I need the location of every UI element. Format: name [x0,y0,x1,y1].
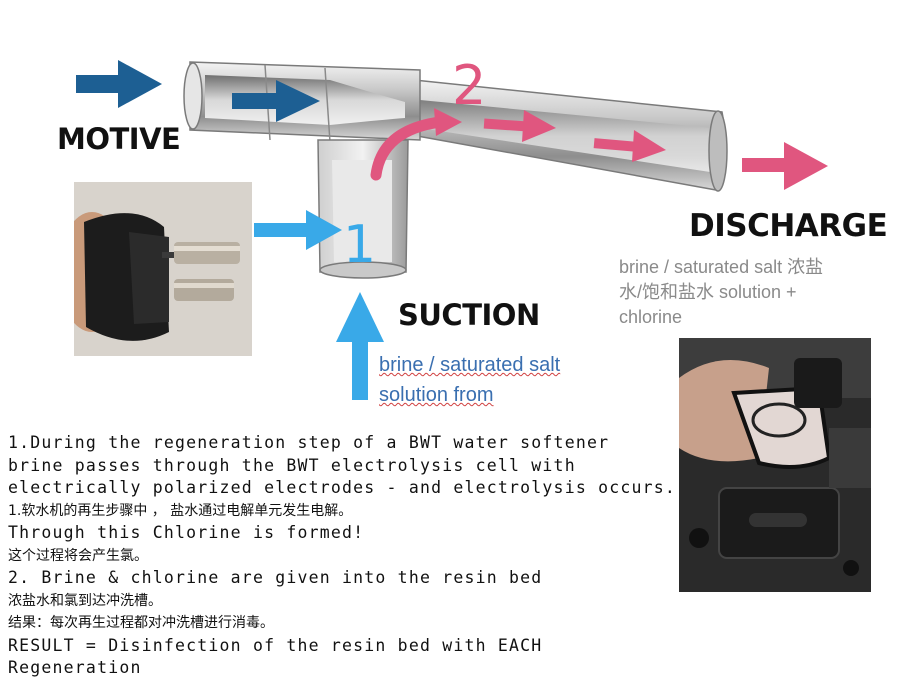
explanation-line: electrically polarized electrodes - and … [8,478,677,497]
discharge-note: brine / saturated salt 浓盐 水/饱和盐水 solutio… [619,255,823,330]
flow-arrow-1 [483,110,556,142]
flow-curve-arrow [370,108,462,181]
explanation-line: brine passes through the BWT electrolysi… [8,455,576,475]
discharge-note-line: chlorine [619,307,683,327]
explanation-line: 1.软水机的再生步骤中 ， 盐水通过电解单元发生电解。 [8,502,353,519]
motive-label: MOTIVE [57,122,181,156]
flow-arrow-2 [593,130,666,162]
discharge-pipe [394,77,728,192]
discharge-label: DISCHARGE [689,208,888,244]
explanation-line: 浓盐水和氯到达冲洗槽。 [8,592,162,609]
motive-arrow-inner [232,80,320,122]
explanation-line: RESULT = Disinfection of the resin bed w… [8,635,543,655]
explanation-line: 这个过程将会产生氯。 [8,547,148,564]
suction-note: brine / saturated salt solution from [379,350,560,410]
explanation-line: 2. Brine & chlorine are given into the r… [8,568,543,587]
marker-2: 2 [452,54,486,117]
discharge-note-line: 水/饱和盐水 solution + [619,282,797,302]
explanation-line: Regeneration [8,658,142,677]
suction-label: SUCTION [398,298,540,332]
suction-note-line: solution from [379,384,494,406]
explanation-text: 1.During the regeneration step of a BWT … [8,432,688,680]
motive-arrow-outer [76,60,162,108]
explanation-line: 结果：每次再生过程都对冲洗槽进行消毒。 [8,615,274,631]
explanation-line: 1.During the regeneration step of a BWT … [8,433,610,452]
suction-arrow-side [254,210,342,250]
discharge-note-line: brine / saturated salt 浓盐 [619,257,824,277]
suction-arrow-up [336,292,384,400]
suction-stem [317,139,409,279]
suction-note-line: brine / saturated salt [379,354,561,376]
marker-1: 1 [343,215,376,275]
electrolysis-cell-photo [679,338,871,592]
discharge-arrow [742,142,828,190]
explanation-line: Through this Chlorine is formed! [8,523,365,542]
electrode-photo [74,182,252,356]
